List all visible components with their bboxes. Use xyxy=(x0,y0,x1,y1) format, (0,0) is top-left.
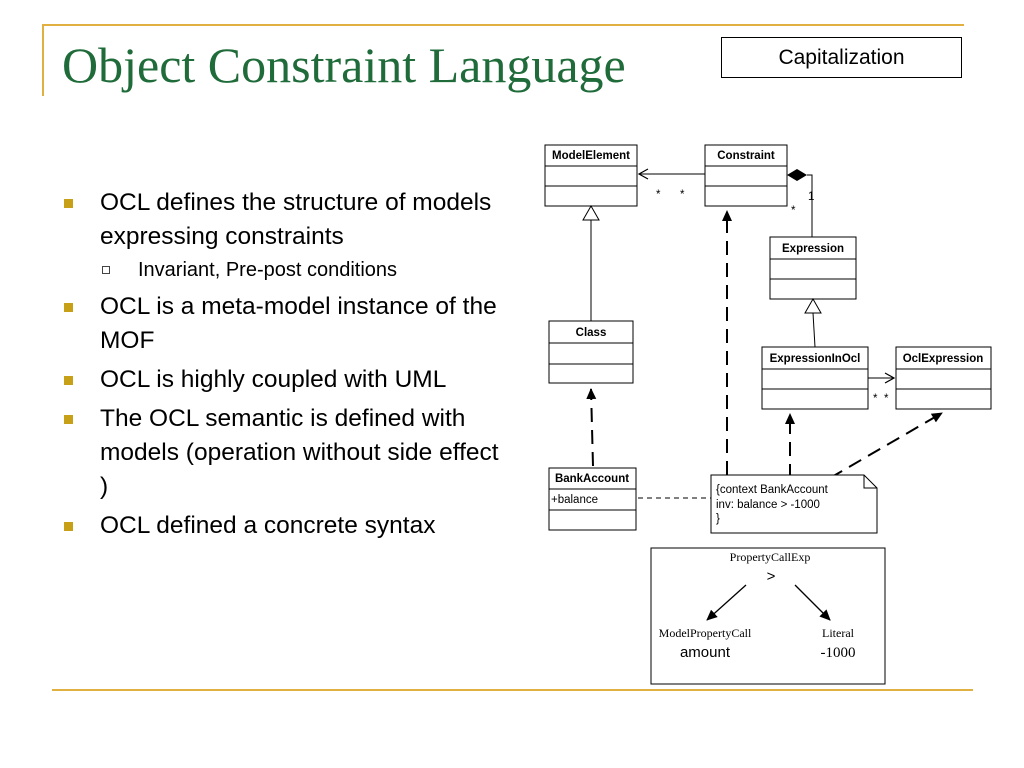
top-rule xyxy=(42,24,964,26)
expression-class: Expression xyxy=(769,236,857,300)
hollow-triangle-icon xyxy=(582,204,600,221)
bullet-text: OCL is highly coupled with UML xyxy=(100,366,447,393)
note-line: {context BankAccount xyxy=(716,484,829,496)
square-bullet-icon xyxy=(64,376,73,385)
expression-tree: PropertyCallExp > ModelPropertyCall amou… xyxy=(650,547,886,685)
bullet-item: OCL defines the structure of models expr… xyxy=(62,186,502,254)
bullet-text: The OCL semantic is defined with models … xyxy=(100,405,499,500)
bullet-item: OCL is highly coupled with UML xyxy=(62,363,502,397)
tree-edge-arrow xyxy=(794,584,831,621)
multiplicity-star: * xyxy=(656,189,661,201)
note-line: inv: balance > -1000 xyxy=(716,499,820,511)
left-rule xyxy=(42,24,44,96)
bullet-list: OCL defines the structure of models expr… xyxy=(62,186,502,548)
tree-left-value: amount xyxy=(680,644,731,661)
constraint-note: {context BankAccount inv: balance > -100… xyxy=(710,474,878,534)
sub-bullet-item: Invariant, Pre-post conditions xyxy=(62,256,502,284)
hollow-square-bullet-icon xyxy=(102,266,110,274)
tree-edge-arrow xyxy=(706,584,747,621)
class-name: Class xyxy=(576,327,607,339)
bullet-text: OCL defines the structure of models expr… xyxy=(100,189,492,250)
multiplicity-star: * xyxy=(680,189,685,201)
class-class: Class xyxy=(548,320,634,384)
composition-diamond-icon xyxy=(787,169,807,181)
class-name: Expression xyxy=(782,243,844,255)
instance-of-arrow xyxy=(829,412,943,479)
multiplicity-star: * xyxy=(884,393,889,405)
multiplicity-star: * xyxy=(873,393,878,405)
note-line: } xyxy=(716,513,720,525)
square-bullet-icon xyxy=(64,199,73,208)
tree-right-type: Literal xyxy=(822,626,855,640)
bullet-text: OCL is a meta-model instance of the MOF xyxy=(100,293,497,354)
bank-account-class: BankAccount +balance xyxy=(548,467,637,531)
class-name: OclExpression xyxy=(903,353,984,365)
class-name: ModelElement xyxy=(552,150,630,162)
bottom-rule xyxy=(52,689,973,691)
generalization-line xyxy=(812,312,816,348)
bullet-item: OCL is a meta-model instance of the MOF xyxy=(62,290,502,358)
square-bullet-icon xyxy=(64,522,73,531)
capitalization-tag: Capitalization xyxy=(721,37,962,78)
bullet-item: OCL defined a concrete syntax xyxy=(62,509,502,543)
composition-line xyxy=(807,174,813,237)
tree-root-label: PropertyCallExp xyxy=(730,550,811,564)
slide-title: Object Constraint Language xyxy=(62,37,626,93)
sub-bullet-text: Invariant, Pre-post conditions xyxy=(138,259,398,281)
class-name: ExpressionInOcl xyxy=(770,353,861,365)
tree-left-type: ModelPropertyCall xyxy=(659,626,752,640)
model-element-class: ModelElement xyxy=(544,144,638,207)
tree-operator: > xyxy=(767,568,776,585)
class-name: Constraint xyxy=(717,150,775,162)
tree-right-value: -1000 xyxy=(821,645,856,661)
constraint-class: Constraint xyxy=(704,144,788,207)
bullet-item: The OCL semantic is defined with models … xyxy=(62,402,502,504)
ocl-expression-class: OclExpression xyxy=(895,346,992,410)
balance-attribute: +balance xyxy=(551,494,598,506)
class-name: BankAccount xyxy=(555,473,629,485)
square-bullet-icon xyxy=(64,415,73,424)
bullet-text: OCL defined a concrete syntax xyxy=(100,512,436,539)
hollow-triangle-icon xyxy=(804,297,822,314)
instance-of-arrow xyxy=(586,388,597,467)
multiplicity-star: * xyxy=(791,205,796,217)
multiplicity-one: 1 xyxy=(808,191,814,203)
expression-in-ocl-class: ExpressionInOcl xyxy=(761,346,869,410)
square-bullet-icon xyxy=(64,303,73,312)
